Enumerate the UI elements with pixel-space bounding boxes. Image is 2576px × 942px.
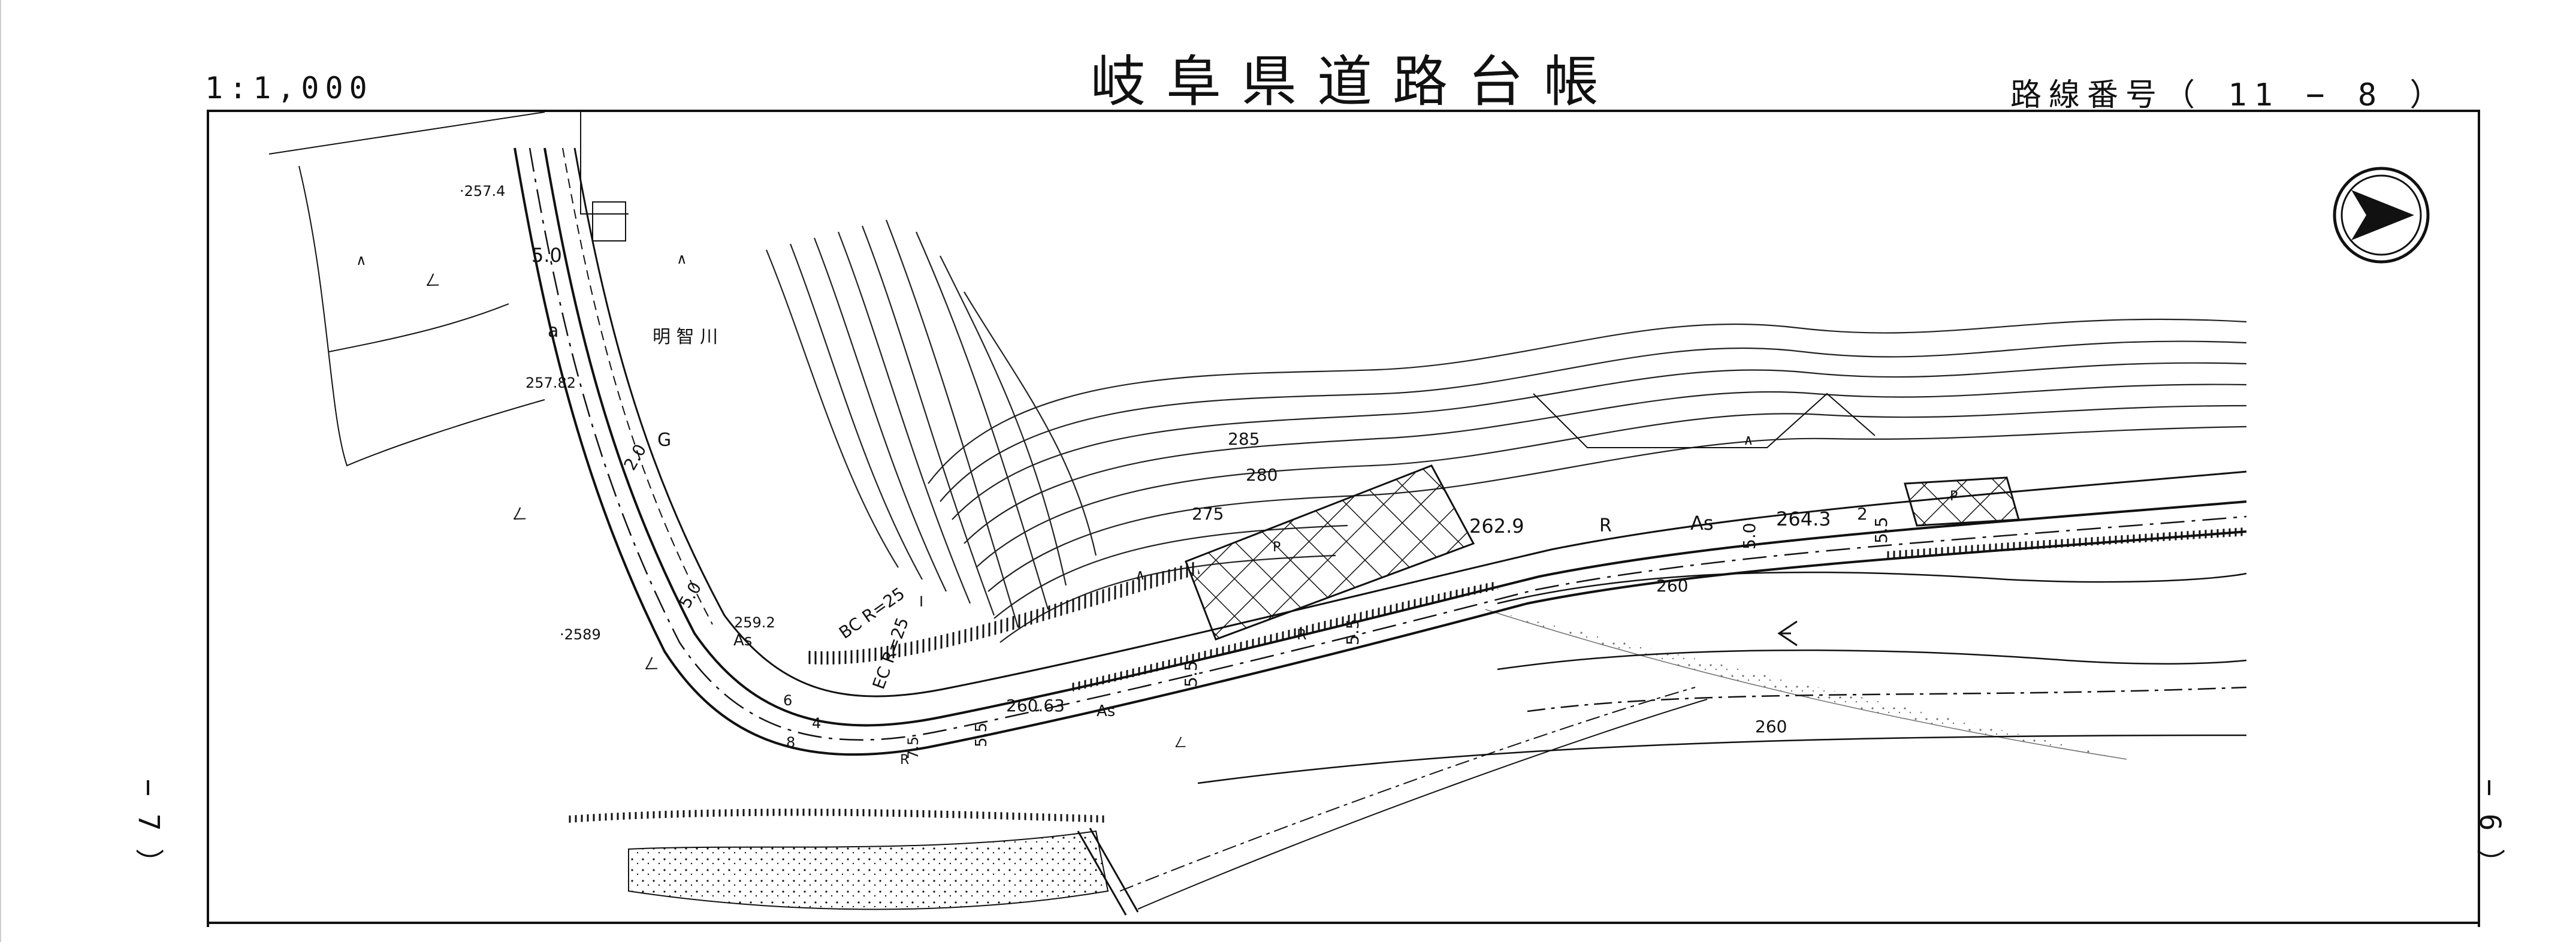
width-label: 7.5	[905, 736, 922, 759]
width-label: 5.5	[1181, 660, 1201, 687]
page-edge	[0, 0, 1, 942]
contour-values: 285 280 275 260 260	[1192, 429, 1787, 736]
contour-label: 280	[1246, 465, 1278, 485]
curve-labels: BC R=25 EC R=25	[835, 584, 913, 692]
contour-label: 260	[1755, 717, 1787, 736]
map-labels: 明 智 川	[653, 327, 718, 348]
parcel-lines	[268, 112, 1876, 467]
contour-lines	[765, 219, 2247, 643]
map-symbol: ∧	[1135, 566, 1146, 583]
width-label: 6	[783, 692, 792, 709]
map-symbol: R	[1599, 515, 1612, 536]
width-label: 2.0	[620, 440, 650, 473]
spot-heights: ·257.4 257.82 259.2 ·2589 260.63 262.9 2…	[460, 183, 1831, 715]
map-symbol: ㄥ	[644, 656, 659, 674]
spot-height-label: ·257.4	[460, 183, 505, 200]
surface-label: As	[1097, 702, 1115, 720]
width-label: 5.0	[531, 244, 562, 267]
lower-embankment	[628, 687, 1708, 916]
width-label: 5.5	[973, 723, 990, 747]
contour-label: 260	[1656, 576, 1688, 596]
route-number: 路線番号（ 11 − 8 ）	[2010, 77, 2448, 113]
map-symbol: ∧	[356, 252, 367, 268]
north-arrow	[2333, 167, 2430, 264]
spot-height-label: 257.82	[526, 375, 576, 391]
spot-height-label: 264.3	[1776, 508, 1831, 530]
width-label: 5.5	[1871, 517, 1891, 544]
map-symbol: G	[657, 430, 671, 451]
symbol-labels: G a P P R R R I ㄥ ㄥ ㄥ ㄥ ∧ ∧ ∧ ∧	[356, 250, 1958, 768]
width-label: 5.5	[1343, 618, 1363, 645]
scale-label: 1:1,000	[205, 71, 373, 105]
map-symbol: P	[1950, 489, 1958, 504]
spot-height-label: 262.9	[1469, 515, 1524, 538]
contour-label: 275	[1192, 504, 1224, 524]
map-symbol: I	[919, 593, 923, 610]
map-symbol: R	[900, 753, 909, 768]
map-symbol: ㄥ	[425, 272, 440, 290]
map-symbol: ∧	[1743, 431, 1754, 448]
parking-areas	[1185, 464, 2020, 641]
retaining-walls	[568, 527, 2247, 823]
road	[514, 147, 2247, 756]
map-symbol: P	[1273, 540, 1281, 555]
surface-labels: As As As	[733, 512, 1714, 720]
map-symbol: ㄥ	[512, 506, 527, 524]
map-symbol: R	[1297, 626, 1307, 643]
road-ledger-map: 明 智 川 285 280 275 260 260 ·257.4 257.82 …	[268, 112, 2430, 916]
map-symbol: ∧	[677, 250, 687, 267]
contour-label: 285	[1228, 429, 1260, 449]
spot-height-label: 260.63	[1006, 696, 1065, 715]
sheet-number-left: − 7 ）	[132, 779, 165, 877]
surface-label: As	[733, 632, 752, 650]
sheet-number-right: − 6 ）	[2473, 779, 2506, 877]
width-label: 8	[786, 734, 795, 751]
map-symbol: a	[548, 321, 558, 342]
width-label: 5.0	[675, 578, 705, 611]
frame-bottom-rule	[207, 922, 2478, 924]
width-label: 5.0	[1740, 523, 1759, 550]
spot-height-label: 259.2	[734, 614, 775, 631]
river	[1197, 571, 2247, 784]
map-symbol: ㄥ	[1174, 736, 1187, 751]
road-width-labels: 5.0 2.0 5.0 5.5 5.5 5.5 5.0 5.5 7.5 6 4 …	[531, 244, 1891, 759]
map-frame	[207, 110, 2480, 927]
page-title: 岐阜県道路台帳	[1091, 50, 1620, 114]
width-label: 2	[1857, 504, 1868, 524]
spot-height-label: ·2589	[560, 626, 601, 643]
river-name-label: 明 智 川	[653, 327, 718, 348]
surface-label: As	[1690, 512, 1714, 535]
width-label: 4	[812, 715, 821, 732]
